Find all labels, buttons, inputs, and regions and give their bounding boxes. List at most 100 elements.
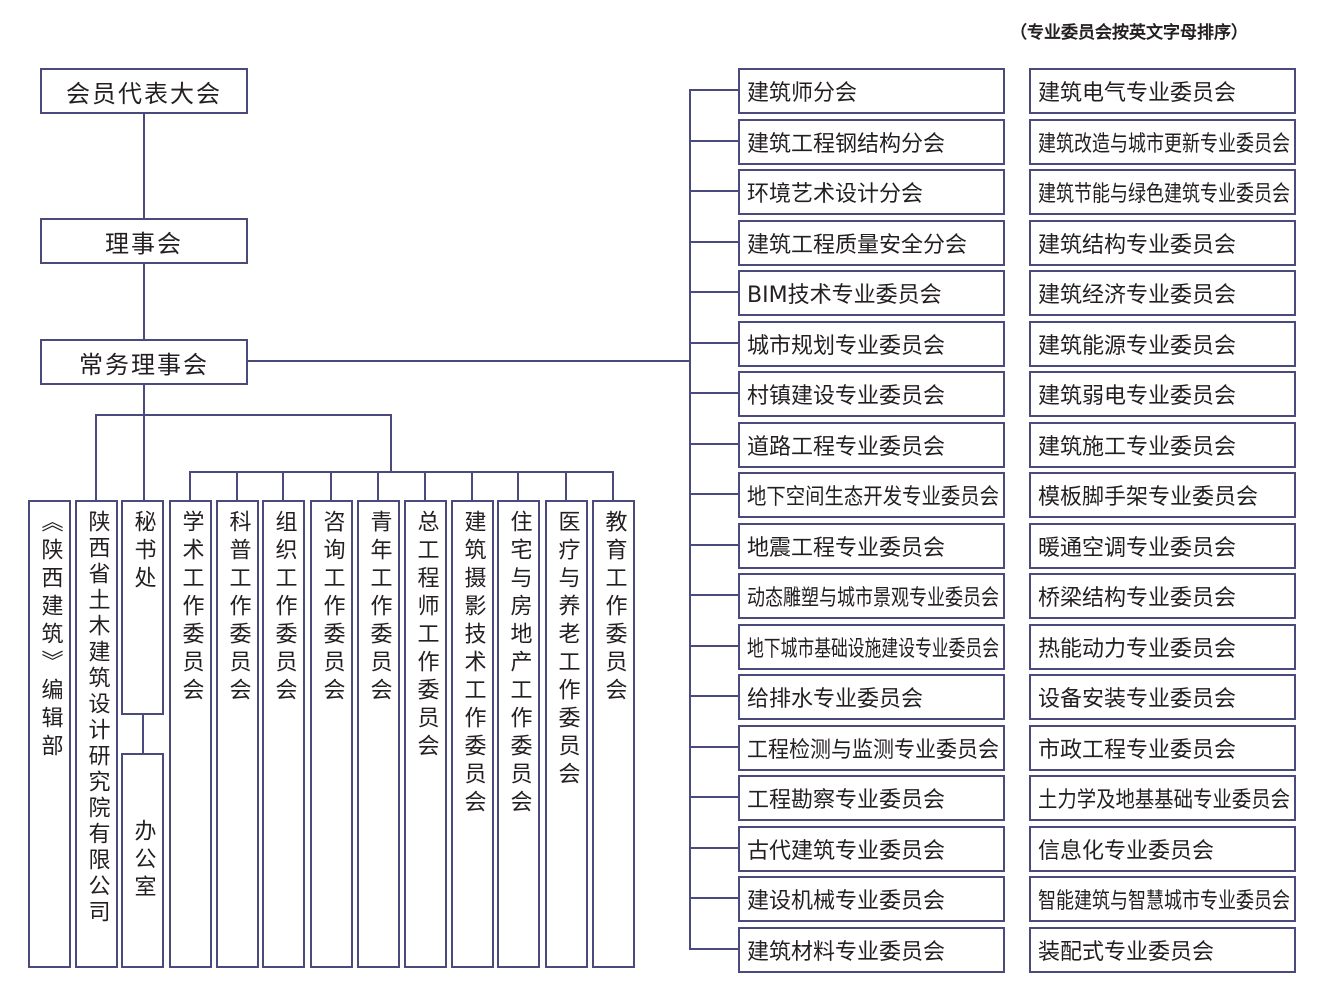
committee-label: 暖通空调专业委员会 (1038, 536, 1237, 561)
working-committee-box: 科普工作委员会 (216, 500, 259, 968)
branch-box: 地下城市基础设施建设专业委员会 (738, 624, 1005, 670)
office-label: 办公室 (130, 818, 156, 903)
committee-label: 工程检测与监测专业委员会 (747, 738, 999, 763)
connector-line (517, 471, 519, 500)
committee-label: BIM技术专业委员会 (747, 283, 942, 308)
working-committee-box: 教育工作委员会 (592, 500, 635, 968)
general-assembly-label: 会员代表大会 (66, 79, 222, 108)
specialty-committee-box: 建筑结构专业委员会 (1029, 220, 1296, 266)
committee-label: 建筑改造与城市更新专业委员会 (1038, 132, 1290, 157)
connector-line (142, 714, 144, 753)
connector-line (689, 190, 739, 192)
specialty-committee-box: 建筑节能与绿色建筑专业委员会 (1029, 169, 1296, 215)
committee-label: 村镇建设专业委员会 (747, 384, 946, 409)
committee-label: 建筑电气专业委员会 (1038, 81, 1237, 106)
design-institute-label: 陕西省土木建筑设计研究院有限公司 (84, 510, 110, 926)
connector-line (689, 897, 739, 899)
specialty-committee-box: 热能动力专业委员会 (1029, 624, 1296, 670)
working-committee-label: 青年工作委员会 (366, 510, 392, 706)
specialty-committee-box: 桥梁结构专业委员会 (1029, 573, 1296, 619)
committee-label: 地震工程专业委员会 (747, 536, 946, 561)
connector-line (689, 594, 739, 596)
branch-box: 建设机械专业委员会 (738, 876, 1005, 922)
connector-line (689, 847, 739, 849)
branch-box: 建筑材料专业委员会 (738, 927, 1005, 973)
office-box: 办公室 (121, 753, 164, 968)
working-committee-label: 学术工作委员会 (178, 510, 204, 706)
working-committee-label: 总工程师工作委员会 (413, 510, 439, 762)
working-committee-label: 教育工作委员会 (601, 510, 627, 706)
branch-box: 动态雕塑与城市景观专业委员会 (738, 573, 1005, 619)
connector-line (689, 695, 739, 697)
specialty-committee-box: 市政工程专业委员会 (1029, 725, 1296, 771)
connector-line (689, 443, 739, 445)
committee-label: 地下空间生态开发专业委员会 (747, 485, 999, 510)
sort-note: （专业委员会按英文字母排序） (1010, 23, 1248, 43)
working-committee-label: 组织工作委员会 (271, 510, 297, 706)
working-committee-box: 学术工作委员会 (169, 500, 212, 968)
working-committee-box: 建筑摄影技术工作委员会 (451, 500, 494, 968)
connector-line (612, 471, 614, 500)
working-committee-label: 医疗与养老工作委员会 (554, 510, 580, 790)
committee-label: 桥梁结构专业委员会 (1038, 586, 1237, 611)
committee-label: 地下城市基础设施建设专业委员会 (747, 637, 999, 662)
connector-line (689, 746, 739, 748)
council-box: 理事会 (40, 218, 248, 264)
connector-line (189, 471, 614, 473)
committee-label: 建筑能源专业委员会 (1038, 334, 1237, 359)
specialty-committee-box: 建筑施工专业委员会 (1029, 422, 1296, 468)
committee-label: 道路工程专业委员会 (747, 435, 946, 460)
connector-line (236, 471, 238, 500)
committee-label: 信息化专业委员会 (1038, 839, 1215, 864)
standing-council-label: 常务理事会 (79, 350, 209, 379)
standing-council-box: 常务理事会 (40, 339, 248, 385)
working-committee-box: 医疗与养老工作委员会 (545, 500, 588, 968)
committee-label: 热能动力专业委员会 (1038, 637, 1237, 662)
branch-box: 工程勘察专业委员会 (738, 775, 1005, 821)
working-committee-box: 组织工作委员会 (262, 500, 305, 968)
connector-line (282, 471, 284, 500)
committee-label: 设备安装专业委员会 (1038, 687, 1237, 712)
connector-line (689, 392, 739, 394)
branch-box: 建筑工程质量安全分会 (738, 220, 1005, 266)
connector-line (689, 291, 739, 293)
connector-line (330, 471, 332, 500)
connector-line (247, 360, 691, 362)
specialty-committee-box: 建筑弱电专业委员会 (1029, 371, 1296, 417)
specialty-committee-box: 设备安装专业委员会 (1029, 674, 1296, 720)
committee-label: 土力学及地基基础专业委员会 (1038, 788, 1290, 813)
connector-line (377, 471, 379, 500)
working-committee-box: 住宅与房地产工作委员会 (497, 500, 540, 968)
connector-line (95, 414, 392, 416)
working-committee-box: 总工程师工作委员会 (404, 500, 447, 968)
committee-label: 建设机械专业委员会 (747, 889, 946, 914)
connector-line (471, 471, 473, 500)
committee-label: 建筑工程钢结构分会 (747, 132, 946, 157)
specialty-committee-box: 土力学及地基基础专业委员会 (1029, 775, 1296, 821)
committee-label: 城市规划专业委员会 (747, 334, 946, 359)
committee-label: 建筑师分会 (747, 81, 858, 106)
connector-line (143, 384, 145, 500)
committee-label: 给排水专业委员会 (747, 687, 924, 712)
connector-line (189, 471, 191, 500)
working-committee-label: 咨询工作委员会 (319, 510, 345, 706)
connector-line (689, 544, 739, 546)
secretariat-box: 秘书处 (121, 500, 164, 715)
specialty-committee-box: 暖通空调专业委员会 (1029, 523, 1296, 569)
branch-box: 古代建筑专业委员会 (738, 826, 1005, 872)
branch-box: 给排水专业委员会 (738, 674, 1005, 720)
connector-line (95, 414, 97, 500)
committee-label: 建筑弱电专业委员会 (1038, 384, 1237, 409)
branch-box: 环境艺术设计分会 (738, 169, 1005, 215)
connector-line (689, 645, 739, 647)
working-committee-box: 咨询工作委员会 (310, 500, 353, 968)
connector-line (689, 89, 739, 91)
branch-box: 工程检测与监测专业委员会 (738, 725, 1005, 771)
specialty-committee-box: 建筑经济专业委员会 (1029, 270, 1296, 316)
connector-line (689, 89, 691, 950)
committee-label: 环境艺术设计分会 (747, 182, 924, 207)
connector-line (143, 263, 145, 340)
committee-label: 建筑经济专业委员会 (1038, 283, 1237, 308)
branch-box: 地下空间生态开发专业委员会 (738, 472, 1005, 518)
editorial-office-label: 《陕西建筑》编辑部 (37, 510, 63, 762)
